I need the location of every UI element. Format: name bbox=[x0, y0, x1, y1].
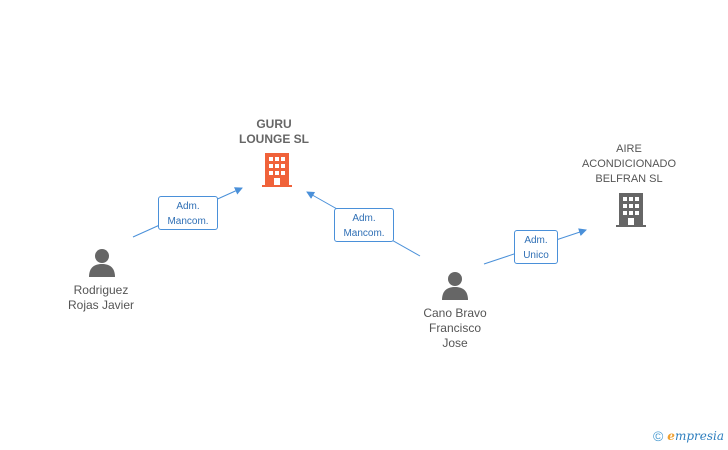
person-name-cano[interactable]: Cano Bravo Francisco Jose bbox=[423, 306, 487, 350]
building-icon[interactable] bbox=[616, 193, 646, 227]
building-icon[interactable] bbox=[262, 153, 292, 187]
copyright-icon: © bbox=[652, 428, 664, 444]
relation-label: Adm. Mancom. bbox=[334, 208, 394, 242]
person-icon[interactable] bbox=[87, 247, 117, 277]
relation-label: Adm. Unico bbox=[514, 230, 558, 264]
relation-label: Adm. Mancom. bbox=[158, 196, 218, 230]
empresia-logo[interactable]: © empresia bbox=[652, 428, 724, 444]
person-name-rodriguez[interactable]: Rodriguez Rojas Javier bbox=[67, 283, 135, 312]
company-name-aire[interactable]: AIRE ACONDICIONADO BELFRAN SL bbox=[581, 143, 677, 185]
person-icon[interactable] bbox=[440, 270, 470, 300]
company-name-guru[interactable]: GURU LOUNGE SL bbox=[238, 117, 309, 146]
